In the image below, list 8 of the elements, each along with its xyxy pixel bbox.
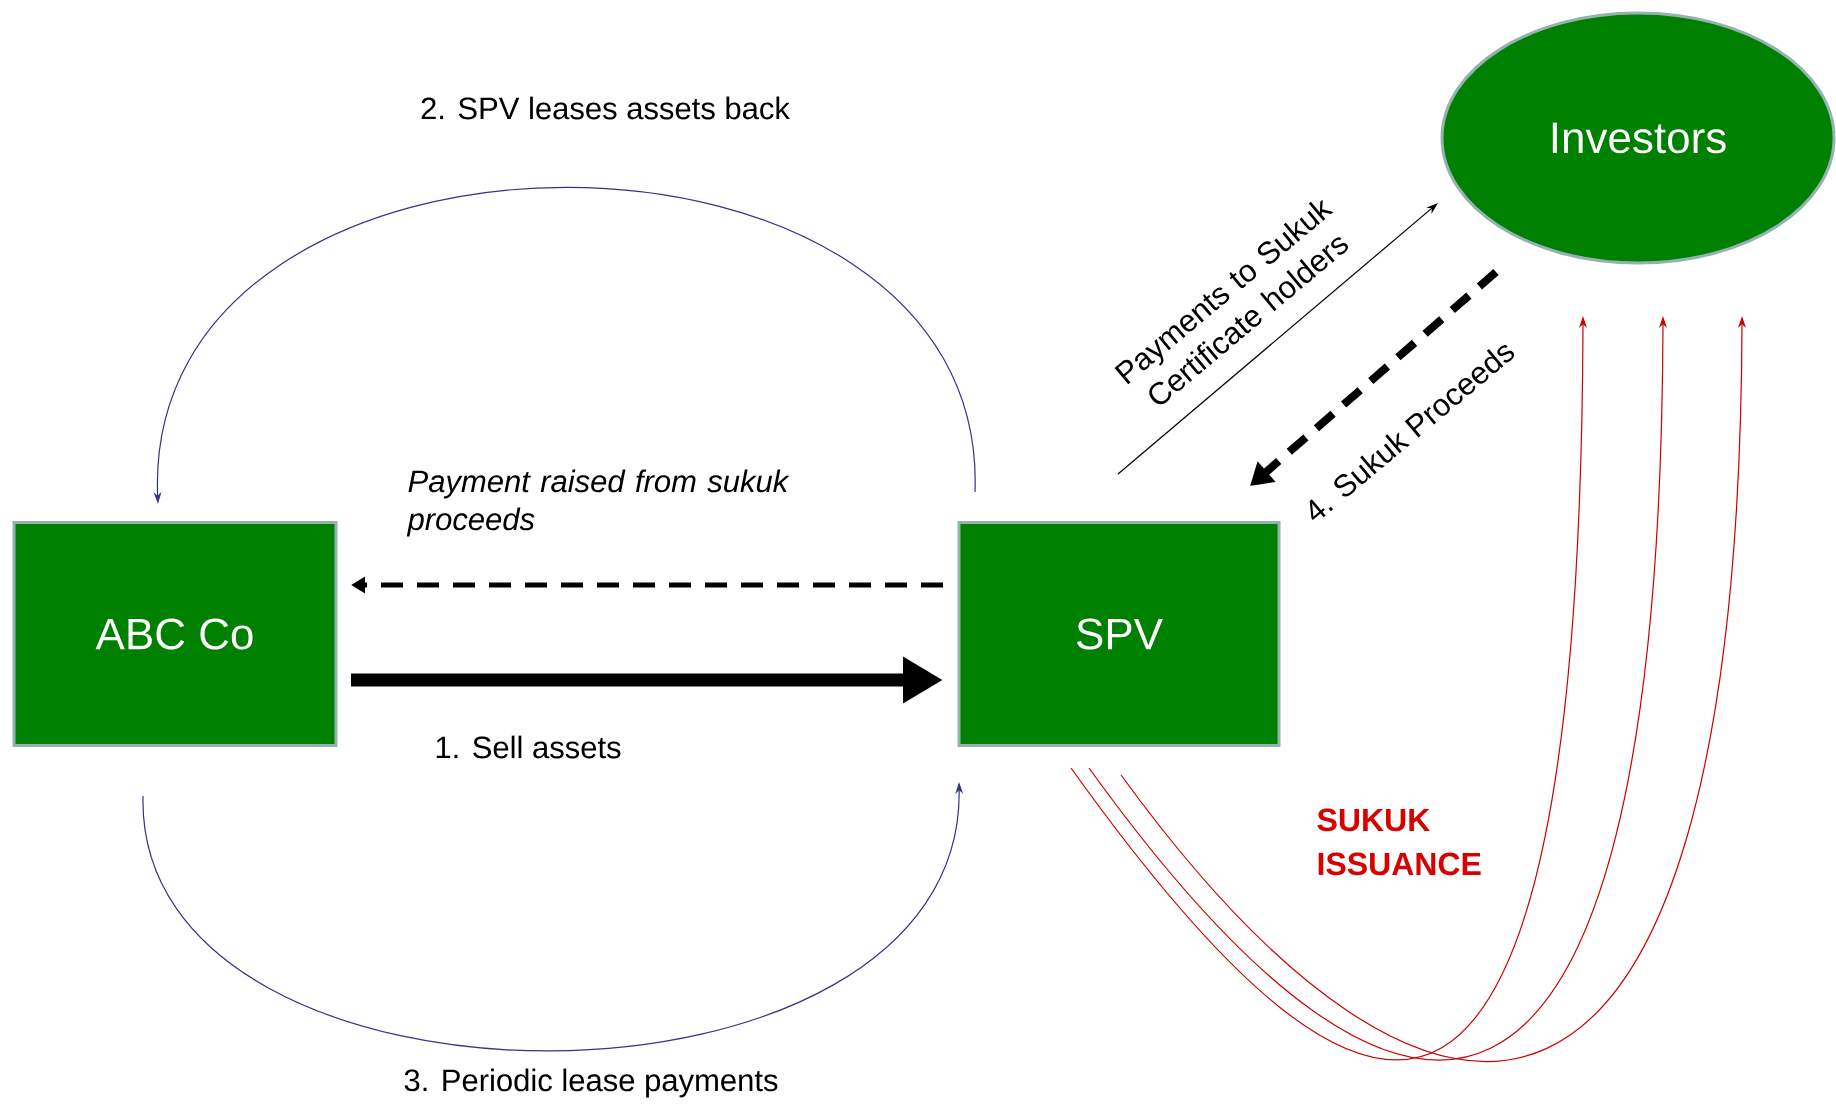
edge-label: Payment raised from sukuk proceeds	[406, 469, 790, 537]
edge-label: 3. Periodic lease payments	[404, 1068, 778, 1098]
entity-box: ABC Co	[12, 521, 338, 747]
arrow	[1117, 203, 1438, 475]
entity-box: SPV	[957, 521, 1281, 747]
issuance-label: SUKUK ISSUANCE	[1317, 808, 1481, 876]
edge-label: 2. SPV leases assets back	[421, 96, 790, 120]
edge-label: 1. Sell assets	[436, 735, 621, 759]
